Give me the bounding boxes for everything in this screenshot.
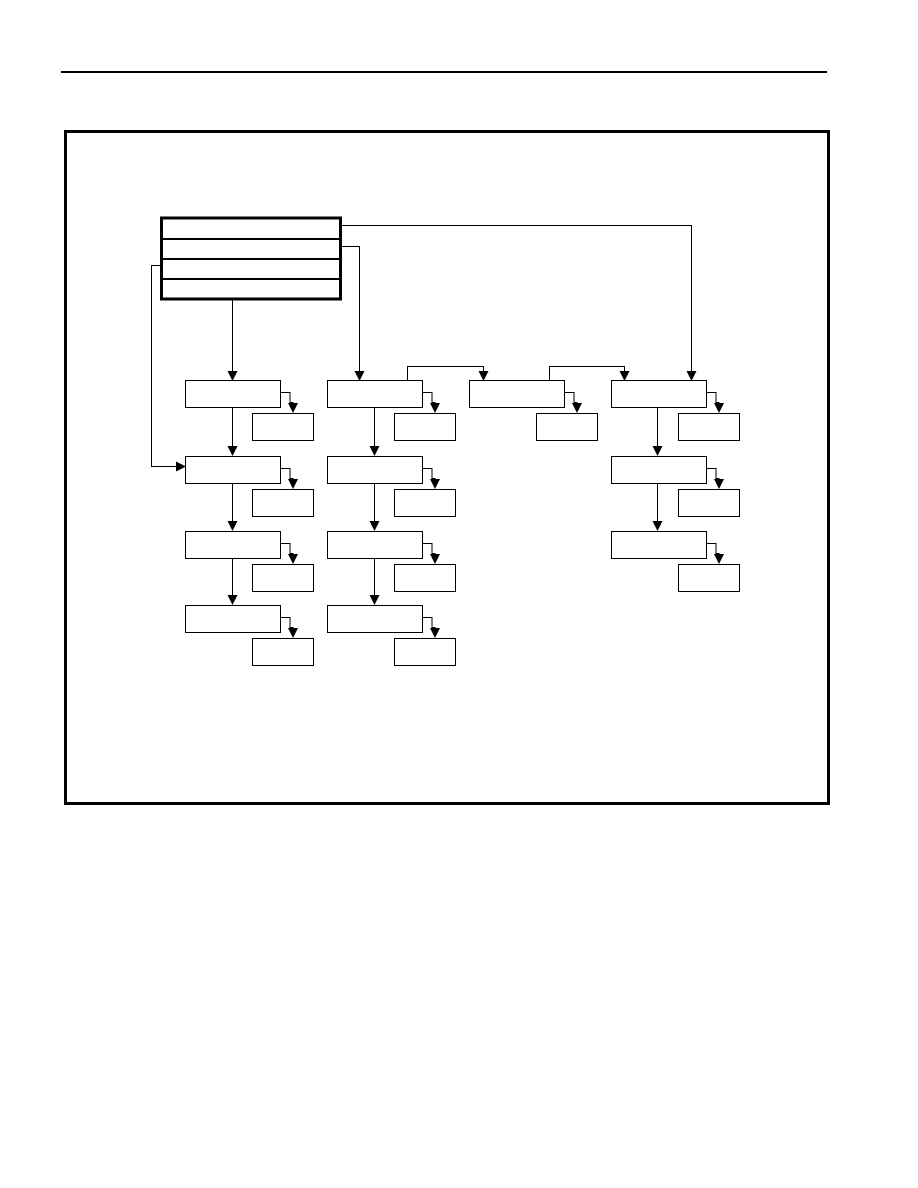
col4-node-1-sub-arrow	[714, 403, 724, 413]
col2-to-col3-line	[407, 366, 484, 380]
header-to-col4-arrow	[686, 371, 697, 381]
col1-arrow-1	[227, 446, 238, 456]
col4-node-3-sub-arrow	[714, 554, 724, 564]
col2-node-4-sub-arrow	[430, 628, 440, 638]
header-to-col1-arrow	[227, 371, 238, 381]
col3-node-1-box	[469, 380, 565, 408]
col1-node-2-sub-box	[252, 489, 314, 517]
outer-frame	[64, 130, 830, 805]
col2-node-1-sub-arrow	[430, 403, 440, 413]
col2-arrow-2	[369, 521, 380, 531]
col1-node-1-sub-arrow	[288, 403, 298, 413]
col3-node-1-sub-arrow	[572, 403, 582, 413]
col4-node-1-sub-box	[678, 413, 740, 441]
col1-node-1-box	[185, 380, 281, 408]
header-to-col4-line	[341, 225, 692, 372]
col2-node-2-sub-arrow	[430, 479, 440, 489]
col1-node-2-sub-arrow	[288, 479, 298, 489]
col2-to-col3-arrow	[478, 371, 489, 381]
col2-node-4-box	[327, 605, 423, 633]
col2-node-3-box	[327, 531, 423, 559]
col1-node-3-sub-box	[252, 564, 314, 592]
col4-node-2-sub-box	[678, 489, 740, 517]
col2-node-2-box	[327, 456, 423, 484]
col1-node-3-box	[185, 531, 281, 559]
col2-node-1-box	[327, 380, 423, 408]
col1-arrow-2	[227, 521, 238, 531]
col2-node-1-sub-box	[394, 413, 456, 441]
col2-node-4-sub-box	[394, 638, 456, 666]
col2-arrow-3	[369, 595, 380, 605]
col2-arrow-1	[369, 446, 380, 456]
col3-node-1-sub-box	[536, 413, 598, 441]
header-to-col2-arrow	[354, 371, 365, 381]
col4-arrow-2	[652, 521, 663, 531]
col4-node-1-box	[611, 380, 707, 408]
col1-node-2-box	[185, 456, 281, 484]
header-to-col2-line	[341, 246, 360, 372]
col3-to-col4-line	[549, 366, 625, 380]
col4-node-2-sub-arrow	[714, 479, 724, 489]
header-to-col1-node2-line	[151, 265, 177, 467]
col1-node-1-sub-box	[252, 413, 314, 441]
col4-node-3-sub-box	[678, 564, 740, 592]
col1-node-4-sub-arrow	[288, 628, 298, 638]
col3-to-col4-arrow	[619, 371, 630, 381]
col1-node-4-sub-box	[252, 638, 314, 666]
col4-arrow-1	[652, 446, 663, 456]
col2-node-3-sub-arrow	[430, 554, 440, 564]
col4-node-2-box	[611, 456, 707, 484]
col1-node-3-sub-arrow	[288, 554, 298, 564]
col2-node-3-sub-box	[394, 564, 456, 592]
col1-arrow-3	[227, 595, 238, 605]
col4-node-3-box	[611, 531, 707, 559]
header-to-col1-node2-arrow	[176, 461, 186, 472]
header-rule	[61, 71, 827, 73]
col1-node-4-box	[185, 605, 281, 633]
col2-node-2-sub-box	[394, 489, 456, 517]
